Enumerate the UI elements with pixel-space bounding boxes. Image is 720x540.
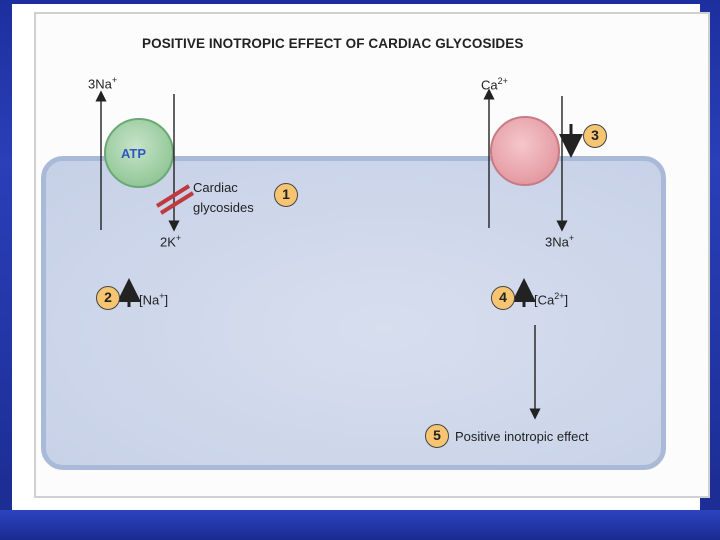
drug-label-line2: glycosides [193, 200, 254, 215]
effect-label: Positive inotropic effect [455, 429, 589, 444]
na-in-label: 3Na+ [545, 233, 575, 250]
ca-concentration-label: [Ca2+] [534, 291, 569, 308]
step-3-badge: 3 [583, 124, 607, 148]
na-ca-exchanger [490, 116, 560, 186]
step-5-badge: 5 [425, 424, 449, 448]
inhibition-mark [155, 184, 195, 215]
step-2-badge: 2 [96, 286, 120, 310]
na-k-atpase-pump [104, 118, 174, 188]
diagram-title: POSITIVE INOTROPIC EFFECT OF CARDIAC GLY… [142, 36, 524, 51]
drug-label-line1: Cardiac [193, 180, 238, 195]
k-in-label: 2K+ [160, 233, 182, 250]
atp-label: ATP [121, 146, 147, 161]
step-4-badge: 4 [491, 286, 515, 310]
step-1-badge: 1 [274, 183, 298, 207]
ca-out-label: Ca2+ [481, 76, 508, 93]
na-concentration-label: [Na+] [139, 291, 169, 308]
slide-background-band [0, 510, 720, 540]
na-out-label: 3Na+ [88, 75, 118, 92]
